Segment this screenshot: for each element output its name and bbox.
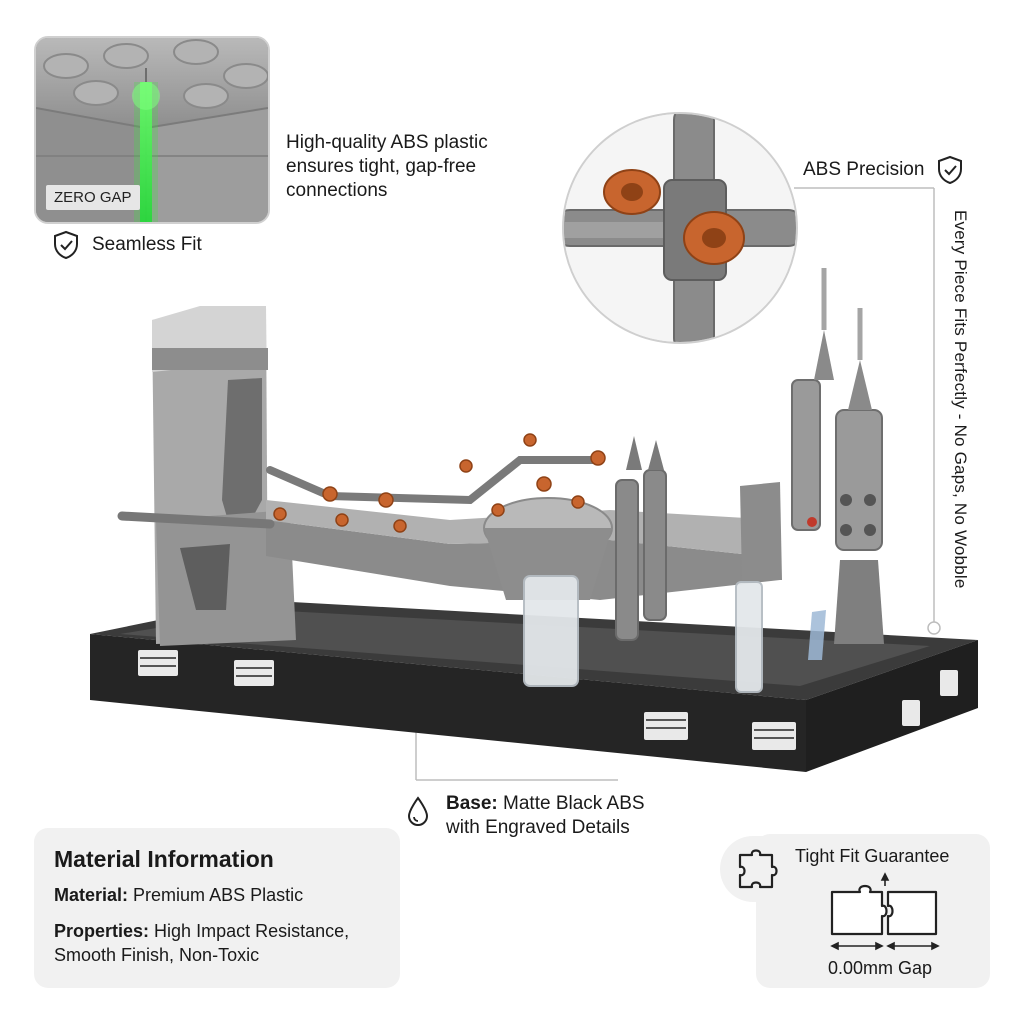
- tight-fit-title: Tight Fit Guarantee: [795, 846, 950, 866]
- zero-gap-badge: ZERO GAP: [46, 185, 140, 210]
- properties-value-1: High Impact Resistance,: [154, 921, 350, 941]
- base-label: Base:: [446, 793, 498, 814]
- quality-callout: High-quality ABS plastic ensures tight, …: [286, 131, 488, 203]
- properties-value-2: Smooth Finish, Non-Toxic: [54, 945, 260, 965]
- material-value: Premium ABS Plastic: [133, 885, 304, 905]
- base-callout: Base: Matte Black ABS with Engraved Deta…: [406, 792, 645, 840]
- puzzle-piece-icon: [738, 849, 778, 889]
- properties-label: Properties:: [54, 921, 150, 941]
- abs-precision-label: ABS Precision: [803, 155, 964, 185]
- abs-precision-inset: [562, 112, 798, 344]
- puzzle-icon-bubble: [720, 836, 802, 902]
- quality-line-1: High-quality ABS plastic: [286, 132, 488, 153]
- material-info-card: Material Information Material: Premium A…: [34, 828, 400, 988]
- shield-check-icon: [938, 155, 963, 185]
- gap-diagram: [830, 872, 940, 951]
- connector-closeup-illustration: [564, 114, 796, 342]
- quality-line-3: connections: [286, 180, 388, 201]
- abs-precision-text: ABS Precision: [803, 159, 925, 180]
- material-info-title: Material Information: [54, 846, 274, 872]
- shield-check-icon: [54, 230, 78, 260]
- material-label: Material:: [54, 885, 129, 905]
- drop-icon: [407, 796, 429, 826]
- gap-value: 0.00mm Gap: [828, 958, 933, 978]
- base-value-1: Matte Black ABS: [503, 793, 645, 814]
- seamless-fit-label: Seamless Fit: [52, 230, 202, 260]
- base-value-2: with Engraved Details: [446, 817, 630, 838]
- seamless-fit-text: Seamless Fit: [92, 234, 202, 255]
- quality-line-2: ensures tight, gap-free: [286, 156, 477, 177]
- zero-gap-inset: ZERO GAP: [34, 36, 270, 224]
